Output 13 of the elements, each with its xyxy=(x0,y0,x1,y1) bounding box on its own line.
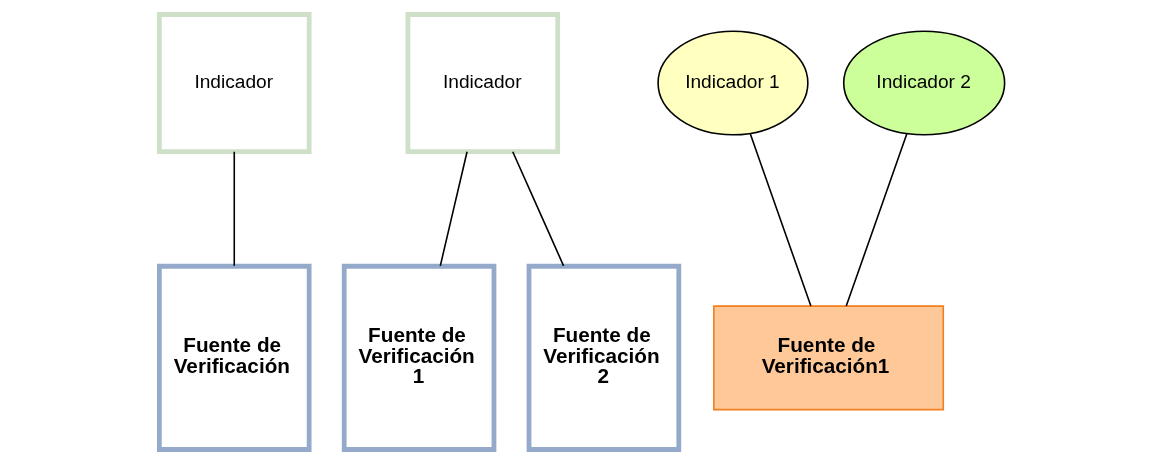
node-box: Fuente de Verificación 1 xyxy=(341,263,497,452)
node-box: Indicador xyxy=(405,12,561,154)
connector xyxy=(233,151,236,267)
connector xyxy=(749,133,812,307)
connector xyxy=(845,133,908,307)
connector xyxy=(439,151,468,267)
connector xyxy=(511,151,565,267)
node-box: Fuente de Verificación1 xyxy=(713,305,945,411)
node-ellipse: Indicador 2 xyxy=(842,30,1006,136)
node-box: Indicador xyxy=(157,12,312,154)
node-box: Fuente de Verificación 2 xyxy=(526,263,682,452)
node-box: Fuente de Verificación xyxy=(157,263,312,452)
node-ellipse: Indicador 1 xyxy=(657,30,809,136)
